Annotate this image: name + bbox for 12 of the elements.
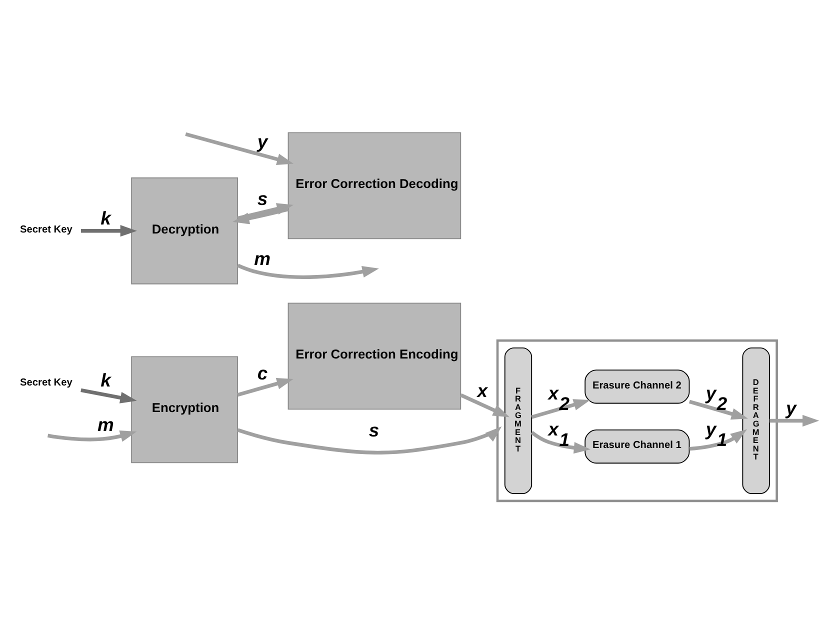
- node-text: Secret Key: [20, 377, 72, 388]
- edge-label: c: [257, 362, 268, 383]
- node-text: Secret Key: [20, 224, 72, 236]
- edge-label: y: [257, 130, 268, 152]
- edge-label: k: [100, 206, 111, 228]
- edge-label: x: [477, 379, 488, 400]
- edge-label: s: [257, 188, 268, 209]
- edge-label: m: [254, 247, 271, 268]
- edge-label: s: [368, 418, 380, 440]
- edge-label: y: [786, 396, 796, 418]
- edge-label: k: [100, 369, 111, 390]
- edge-label: m: [97, 413, 114, 434]
